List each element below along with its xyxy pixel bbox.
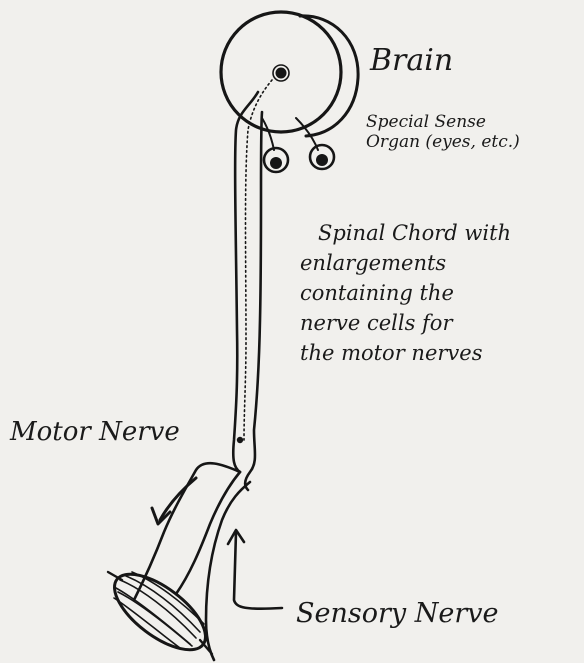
muscle [102, 560, 217, 663]
spinal-label-line2: enlargements [300, 248, 511, 278]
spinal-label-line4: nerve cells for [300, 308, 511, 338]
spinal-label-line1: Spinal Chord with [300, 218, 511, 248]
sensory-arrow [228, 530, 282, 609]
brain-label: Brain [370, 44, 453, 79]
special-sense-label-line2: Organ (eyes, etc.) [366, 133, 582, 153]
motor-arrow [152, 478, 196, 524]
spinal-cord-label: Spinal Chord with enlargements containin… [300, 218, 511, 368]
motor-cell [237, 437, 243, 443]
special-sense-organs [262, 118, 334, 172]
spinal-cord [233, 80, 272, 490]
spinal-label-line3: containing the [300, 278, 511, 308]
special-sense-label: Special Sense Organ (eyes, etc.) [366, 113, 582, 152]
special-sense-label-line1: Special Sense [366, 113, 582, 133]
motor-nerve-label: Motor Nerve [10, 418, 180, 448]
spinal-label-line5: the motor nerves [300, 338, 511, 368]
sensory-nerve [206, 482, 250, 660]
brain [221, 12, 358, 136]
sensory-nerve-label: Sensory Nerve [296, 598, 498, 629]
brain-center-dot [276, 68, 287, 79]
